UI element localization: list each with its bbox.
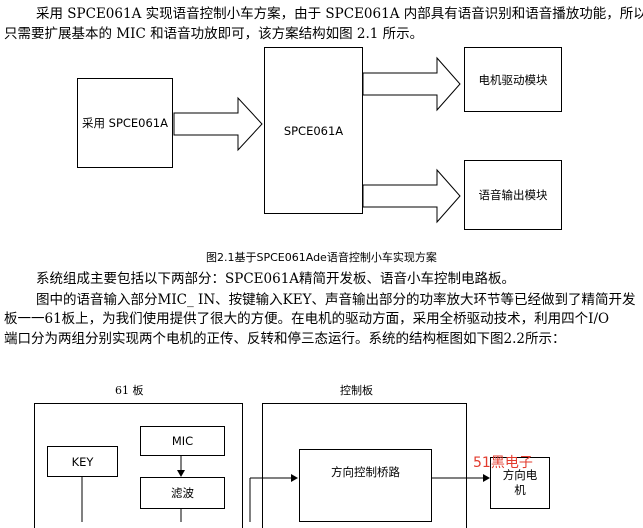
box-filter-label: 滤波	[171, 486, 194, 500]
para1-line2: 只需要扩展基本的 MIC 和语音功放即可，该方案结构如图 2.1 所示。	[4, 26, 424, 42]
figure1-caption: 图2.1基于SPCE061Ade语音控制小车实现方案	[206, 251, 437, 264]
box-key: KEY	[47, 446, 118, 477]
box-spce061a-input: 采用 SPCE061A	[77, 78, 173, 168]
para2-line1: 系统组成主要包括以下两部分：SPCE061A精简开发板、语音小车控制电路板。	[36, 271, 516, 287]
box-mic-label: MIC	[171, 434, 194, 448]
para3-line1: 图中的语音输入部分MIC_ IN、按键输入KEY、声音输出部分的功率放大环节等已…	[36, 292, 636, 308]
box-spce061a: SPCE061A	[264, 47, 363, 214]
para1-line1: 采用 SPCE061A 实现语音控制小车方案，由于 SPCE061A 内部具有语…	[36, 6, 643, 22]
box-key-label: KEY	[71, 454, 94, 469]
board-61-outline	[34, 403, 243, 528]
watermark-text: 51黑电子	[473, 455, 533, 471]
box-direction-motor-label-2: 机	[514, 483, 526, 497]
bridge-in-arrowhead	[291, 474, 298, 482]
bridge-to-motor-arrowhead	[483, 474, 490, 482]
box-direction-motor-label-1: 方向电	[502, 468, 538, 482]
mic-to-filter-arrowhead	[177, 470, 185, 477]
box-spce061a-input-label: 采用 SPCE061A	[81, 116, 168, 130]
para3-line2: 板一一61板上，为我们使用提供了很大的方便。在电机的驱动方面，采用全桥驱动技术，…	[4, 311, 610, 327]
box-spce061a-label: SPCE061A	[283, 123, 344, 138]
arrow-to-spce	[173, 96, 263, 152]
box-audio-output-label: 语音输出模块	[478, 188, 548, 202]
label-control-board: 控制板	[340, 384, 373, 397]
box-audio-output: 语音输出模块	[464, 160, 562, 230]
label-61-board: 61 板	[115, 384, 144, 397]
box-mic: MIC	[140, 426, 225, 456]
arrow-to-audio	[362, 168, 461, 224]
box-motor-driver-label: 电机驱动模块	[478, 72, 548, 87]
arrow-to-motor	[362, 56, 461, 112]
box-direction-bridge: 方向控制桥路	[299, 449, 432, 522]
para3-line3: 端口分为两组分别实现两个电机的正传、反转和停三态运行。系统的结构框图如下图2.2…	[4, 331, 566, 347]
box-direction-bridge-label: 方向控制桥路	[331, 465, 400, 479]
box-filter: 滤波	[140, 477, 225, 509]
box-motor-driver: 电机驱动模块	[464, 47, 562, 112]
control-board-outline	[262, 403, 467, 528]
box-direction-motor: 方向电 机	[490, 457, 550, 509]
